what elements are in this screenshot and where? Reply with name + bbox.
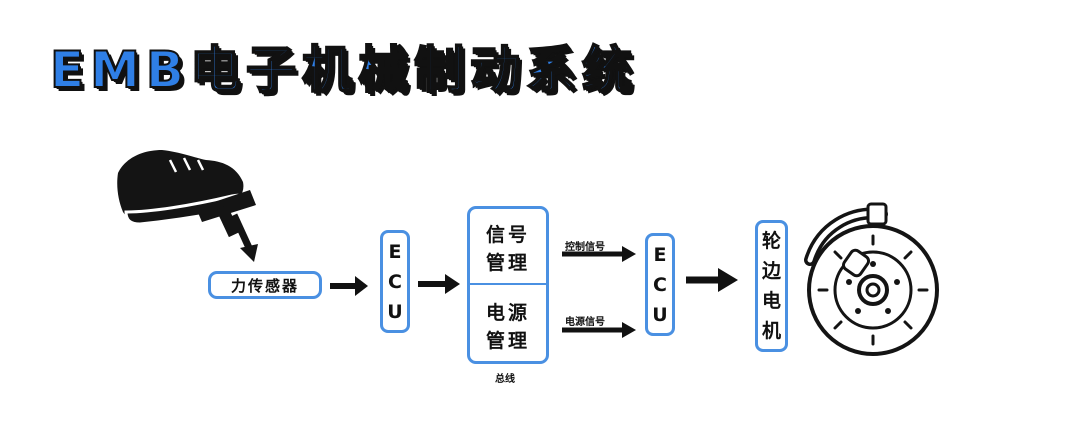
signal-management-node: 信号 管理 — [470, 221, 546, 277]
arrow-control-signal — [562, 246, 636, 262]
power-signal-label: 电源信号 — [565, 317, 605, 328]
wheel-motor-char-3: 电 — [761, 290, 781, 312]
ecu-left-letter-u: U — [387, 300, 403, 323]
block-divider — [470, 283, 546, 285]
arrow-ecu-to-block — [418, 274, 460, 294]
ecu-left-node: E C U — [380, 230, 410, 333]
arrow-sensor-to-ecu — [330, 276, 368, 296]
arrow-power-signal — [562, 322, 636, 338]
power-management-node: 电源 管理 — [470, 299, 546, 355]
wheel-motor-node: 轮 边 电 机 — [755, 220, 788, 352]
ecu-left-letter-c: C — [388, 270, 402, 293]
ecu-right-letter-u: U — [652, 303, 668, 326]
power-management-line-2: 管理 — [485, 330, 530, 352]
ecu-left-letter-e: E — [388, 240, 402, 263]
ecu-right-letter-c: C — [653, 273, 667, 296]
arrow-ecu-to-motor — [686, 268, 738, 292]
force-sensor-node: 力传感器 — [208, 271, 322, 299]
signal-management-line-2: 管理 — [485, 252, 530, 274]
wheel-motor-char-2: 边 — [761, 260, 781, 282]
management-block: 信号 管理 电源 管理 — [467, 206, 549, 364]
control-signal-label: 控制信号 — [565, 242, 605, 253]
wheel-motor-char-1: 轮 — [761, 230, 781, 252]
power-management-line-1: 电源 — [485, 302, 530, 324]
ecu-right-node: E C U — [645, 233, 675, 336]
bus-label: 总线 — [495, 374, 515, 385]
ecu-right-letter-e: E — [653, 243, 667, 266]
brake-disc-icon — [804, 202, 939, 356]
signal-management-line-1: 信号 — [485, 224, 530, 246]
wheel-motor-char-4: 机 — [761, 320, 781, 342]
pedal-icon — [196, 190, 258, 262]
page-title: EMB电子机械制动系统 — [49, 40, 639, 100]
